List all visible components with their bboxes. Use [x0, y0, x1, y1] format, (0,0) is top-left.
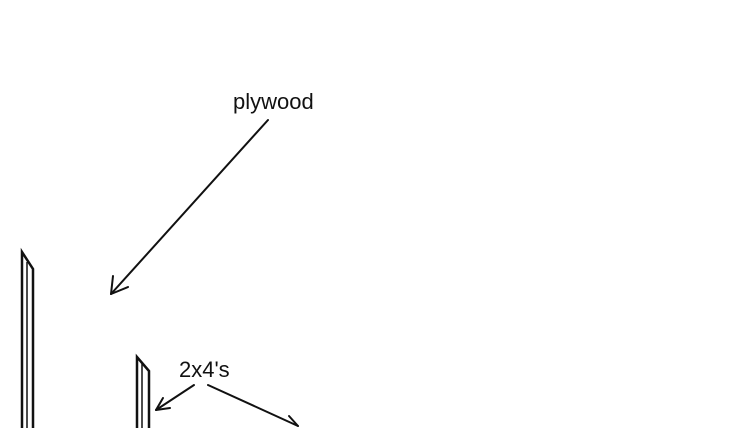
plywood-arrow-shaft — [110, 119, 269, 295]
lumber-arrow-left-head-b — [155, 407, 171, 411]
left-board-outline — [20, 247, 35, 428]
lumber-arrow-left-shaft — [155, 384, 195, 411]
lumber-arrow-right — [207, 384, 299, 427]
plywood-arrowhead-left — [110, 275, 114, 295]
lumber-arrow-right-head-a — [288, 415, 299, 427]
lumber-label: 2x4's — [179, 357, 230, 382]
left-board — [20, 247, 35, 428]
lumber-arrow-left-head-a — [155, 397, 164, 411]
plywood-label: plywood — [233, 89, 314, 114]
lumber-arrow-right-shaft — [207, 384, 299, 427]
right-board — [135, 353, 151, 428]
right-board-outline — [135, 353, 151, 428]
plywood-arrow — [110, 119, 269, 295]
plywood-arrowhead-right — [110, 286, 129, 295]
lumber-arrow-left — [155, 384, 195, 411]
